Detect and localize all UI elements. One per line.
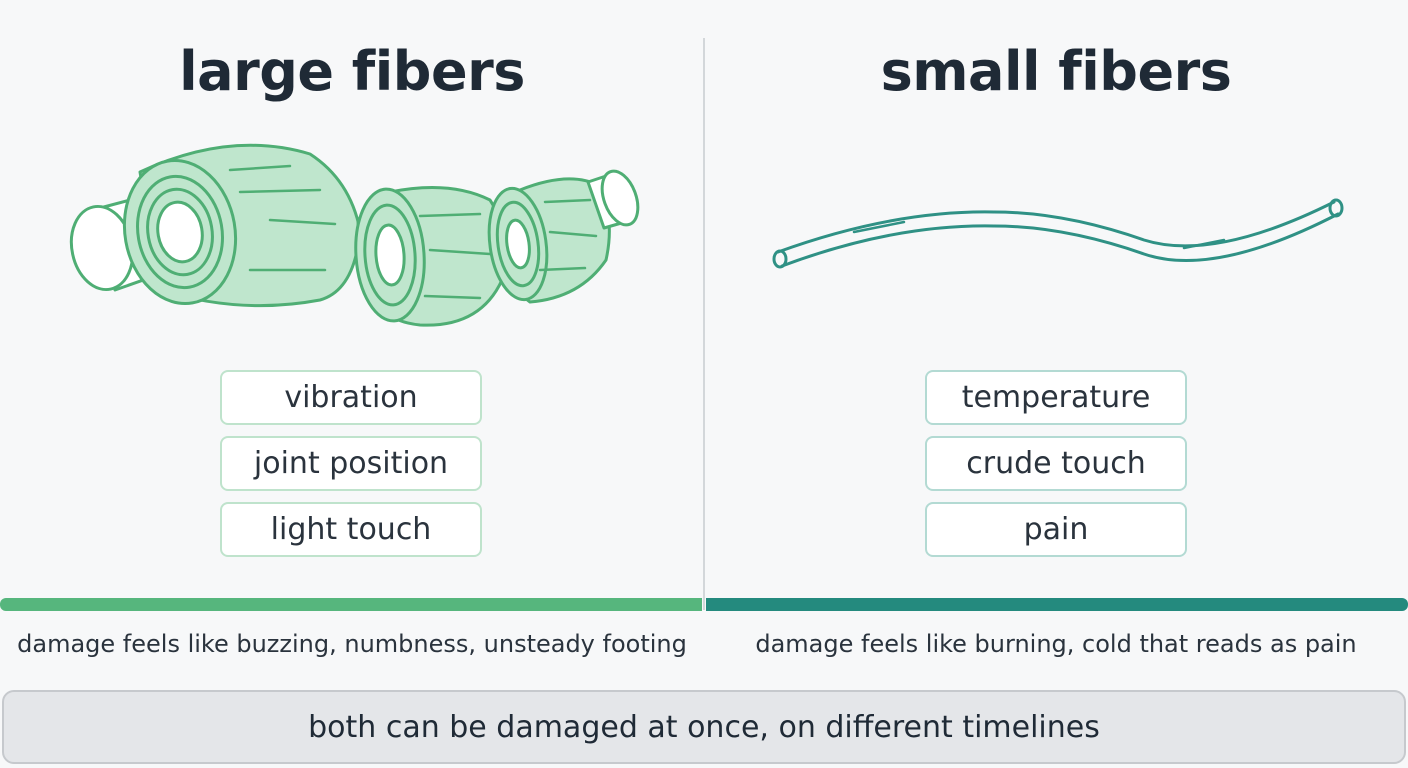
large-fibers-title: large fibers <box>179 40 525 103</box>
center-divider <box>703 38 705 610</box>
footer-text: both can be damaged at once, on differen… <box>308 709 1100 745</box>
sensation-light-touch: light touch <box>220 502 482 557</box>
sensation-joint-position: joint position <box>220 436 482 491</box>
sensation-temperature: temperature <box>925 370 1187 425</box>
large-fibers-accent-bar <box>0 598 702 611</box>
thin-fiber-icon <box>744 150 1384 300</box>
sensation-crude-touch: crude touch <box>925 436 1187 491</box>
large-fibers-damage-caption: damage feels like buzzing, numbness, uns… <box>17 630 687 658</box>
small-fibers-damage-caption: damage feels like burning, cold that rea… <box>755 630 1357 658</box>
sensation-vibration: vibration <box>220 370 482 425</box>
sensation-pain: pain <box>925 502 1187 557</box>
small-fiber-sensations: temperature crude touch pain <box>925 370 1187 568</box>
myelinated-fiber-icon <box>40 120 680 350</box>
small-fibers-accent-bar <box>706 598 1408 611</box>
small-fibers-title: small fibers <box>880 40 1232 103</box>
large-fiber-sensations: vibration joint position light touch <box>220 370 482 568</box>
footer-note: both can be damaged at once, on differen… <box>2 690 1406 764</box>
